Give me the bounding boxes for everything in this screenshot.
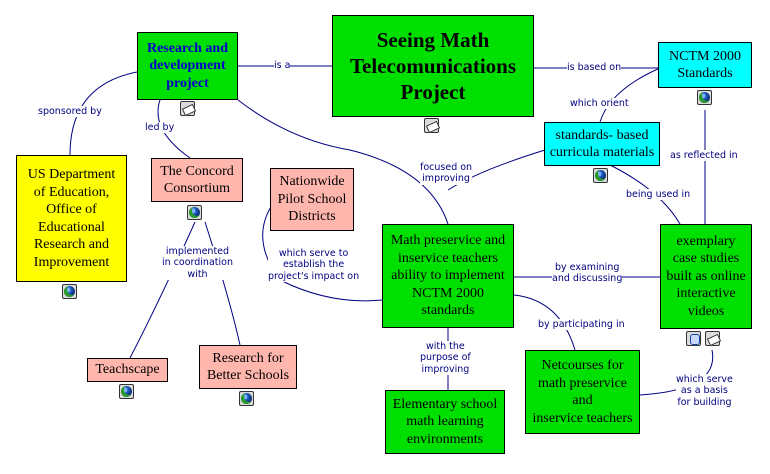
- link-label-implemented: implemented in coordination with: [162, 246, 233, 281]
- node-main[interactable]: Seeing Math Telecomunications Project: [332, 15, 534, 117]
- globe-icon[interactable]: [187, 205, 202, 220]
- line-nctm-curricula: [599, 67, 661, 123]
- globe-icon[interactable]: [239, 391, 254, 406]
- globe-icon[interactable]: [593, 168, 608, 183]
- line-research-math: [237, 99, 449, 225]
- link-label-is-based-on: is based on: [567, 62, 622, 74]
- node-usdoe[interactable]: US Department of Education, Office of Ed…: [16, 155, 127, 282]
- node-research[interactable]: Research and development project: [137, 32, 238, 100]
- node-curricula[interactable]: standards- based curricula materials: [544, 122, 660, 166]
- line-research-usdoe: [69, 71, 138, 156]
- note-icon[interactable]: [705, 331, 720, 346]
- link-label-as-reflected-in: as reflected in: [670, 150, 738, 162]
- link-label-being-used-in: being used in: [626, 189, 691, 201]
- link-label-sponsored-by: sponsored by: [38, 106, 102, 118]
- line-concord-teachscape: [129, 221, 196, 359]
- node-pilot[interactable]: Nationwide Pilot School Districts: [270, 168, 354, 231]
- line-math-netcourses: [513, 294, 576, 351]
- link-label-with-purpose: with the purpose of improving: [420, 341, 471, 376]
- node-elementary[interactable]: Elementary school math learning environm…: [385, 390, 505, 454]
- note-icon[interactable]: [180, 101, 195, 116]
- node-nctm[interactable]: NCTM 2000 Standards: [658, 42, 752, 88]
- link-label-by-participating: by participating in: [538, 319, 625, 331]
- node-rbs[interactable]: Research for Better Schools: [199, 345, 297, 389]
- line-curricula-math: [447, 149, 546, 191]
- globe-icon[interactable]: [62, 284, 77, 299]
- line-concord-rbs: [204, 221, 241, 346]
- link-label-focused-on: focused on improving: [420, 162, 473, 185]
- link-label-which-serve-to: which serve to establish the project's i…: [268, 248, 360, 283]
- globe-icon[interactable]: [697, 90, 712, 105]
- link-label-is-a: is a: [274, 60, 291, 72]
- link-label-by-examining: by examining and discussing: [552, 262, 623, 285]
- note-icon[interactable]: [424, 118, 439, 133]
- link-label-which-orient: which orient: [570, 98, 629, 110]
- node-teachscape[interactable]: Teachscape: [87, 358, 168, 382]
- node-concord[interactable]: The Concord Consortium: [151, 158, 243, 202]
- link-label-led-by: led by: [145, 122, 175, 134]
- node-netcourses[interactable]: Netcourses for math preservice and inser…: [525, 350, 640, 434]
- video-icon[interactable]: [686, 331, 701, 346]
- globe-icon[interactable]: [119, 384, 134, 399]
- link-label-which-serve-as: which serve as a basis for building: [676, 374, 733, 409]
- node-cases[interactable]: exemplary case studies built as online i…: [660, 224, 752, 329]
- node-math[interactable]: Math preservice and inservice teachers a…: [382, 224, 514, 328]
